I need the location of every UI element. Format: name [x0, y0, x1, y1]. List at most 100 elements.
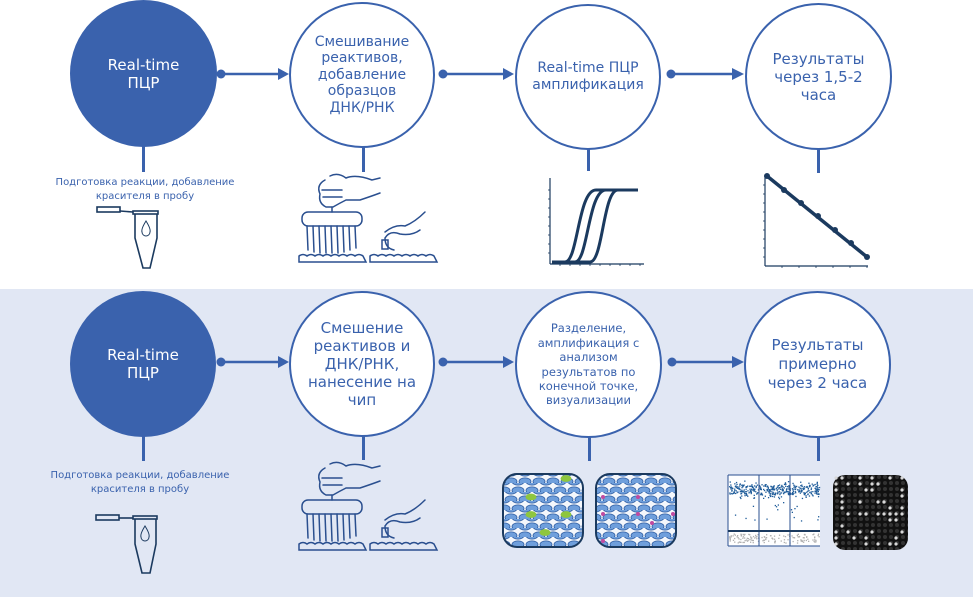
scatter-point: [777, 485, 780, 487]
scatter-point: [752, 539, 754, 542]
scatter-point: [767, 490, 769, 492]
positive-partition: [840, 506, 844, 510]
scatter-point: [732, 539, 735, 541]
partition-chips-icon: [502, 473, 677, 548]
scatter-point: [757, 534, 759, 536]
arrow-connector: [438, 356, 514, 368]
scatter-point: [796, 485, 798, 488]
scatter-point: [752, 505, 755, 507]
scatter-point: [775, 487, 778, 490]
chip-green-positives: [502, 473, 584, 548]
scatter-point: [764, 495, 766, 497]
data-point: [781, 187, 787, 193]
scatter-point: [740, 534, 742, 536]
scatter-point: [802, 488, 804, 490]
step-label: Результаты через 1,5-2 часа: [772, 49, 865, 104]
scatter-point: [783, 541, 785, 544]
scatter-point: [737, 487, 739, 489]
scatter-point: [749, 485, 751, 487]
positive-well: [636, 495, 640, 499]
scatter-point: [778, 484, 781, 486]
scatter-point: [818, 489, 820, 491]
scatter-point: [761, 536, 763, 539]
scatter-point: [810, 491, 812, 493]
scatter-point: [799, 490, 801, 493]
scatter-point: [814, 536, 816, 538]
scatter-point: [732, 487, 734, 490]
scatter-point: [741, 495, 743, 497]
scatter-point: [800, 490, 802, 492]
fluorescence-chip-image: [833, 475, 908, 550]
scatter-point: [817, 491, 819, 493]
positive-partition: [876, 500, 880, 504]
multichannel-pipette-hands-icon: [298, 173, 439, 263]
scatter-point: [778, 534, 781, 536]
scatter-point: [746, 540, 749, 542]
scatter-point: [753, 489, 756, 491]
step-circle-results: Результаты через 1,5-2 часа: [745, 3, 892, 150]
scatter-point: [774, 540, 776, 542]
scatter-point: [777, 509, 779, 511]
scatter-point: [751, 486, 754, 488]
chip-magenta-positives: [595, 473, 677, 548]
scatter-point: [816, 485, 818, 488]
scatter-point: [798, 489, 800, 491]
scatter-point: [735, 481, 738, 484]
data-point: [764, 173, 770, 179]
scatter-point: [808, 540, 810, 542]
scatter-point: [751, 484, 753, 486]
scatter-point: [803, 486, 805, 488]
scatter-point: [814, 483, 816, 486]
scatter-point: [815, 486, 817, 488]
scatter-point: [729, 536, 731, 538]
positive-well: [650, 521, 654, 525]
scatter-point: [737, 537, 739, 539]
scatter-point: [787, 534, 789, 536]
positive-partition: [846, 482, 850, 486]
scatter-point: [780, 488, 782, 490]
scatter-point: [765, 538, 767, 541]
scatter-point: [750, 492, 752, 495]
scatter-point: [812, 485, 814, 487]
scatter-point: [783, 535, 785, 537]
positive-partition: [858, 500, 862, 504]
scatter-plot-and-chip-image-icon: [727, 474, 908, 550]
positive-partition: [834, 536, 838, 540]
scatter-point: [747, 490, 749, 492]
scatter-point: [759, 488, 762, 490]
scatter-point: [783, 487, 785, 489]
scatter-point: [766, 485, 769, 487]
scatter-point: [751, 489, 753, 491]
scatter-point: [734, 537, 736, 540]
scatter-point: [745, 488, 747, 490]
scatter-point: [745, 490, 747, 493]
scatter-point: [806, 536, 808, 538]
scatter-point: [729, 540, 731, 542]
scatter-point: [795, 492, 797, 494]
scatter-point: [730, 486, 732, 489]
scatter-point: [784, 483, 787, 485]
scatter-point: [773, 535, 776, 537]
positive-partition: [870, 482, 874, 486]
amplification-curve: [552, 188, 638, 264]
positive-partition: [894, 512, 898, 516]
scatter-point: [804, 533, 806, 536]
scatter-point: [807, 493, 809, 496]
scatter-point: [739, 483, 741, 486]
scatter-point: [757, 492, 759, 494]
scatter-point: [800, 520, 803, 522]
scatter-point: [742, 485, 744, 487]
scatter-point: [747, 495, 749, 497]
scatter-point: [766, 489, 768, 491]
scatter-point: [747, 539, 749, 542]
scatter-point: [740, 497, 742, 500]
scatter-point: [750, 490, 752, 492]
scatter-point: [787, 493, 789, 495]
scatter-point: [816, 481, 818, 483]
scatter-point: [776, 489, 778, 491]
scatter-point: [730, 488, 732, 490]
scatter-point: [798, 486, 800, 488]
scatter-point: [805, 496, 807, 498]
scatter-point: [763, 541, 765, 544]
positive-well: [539, 529, 551, 536]
